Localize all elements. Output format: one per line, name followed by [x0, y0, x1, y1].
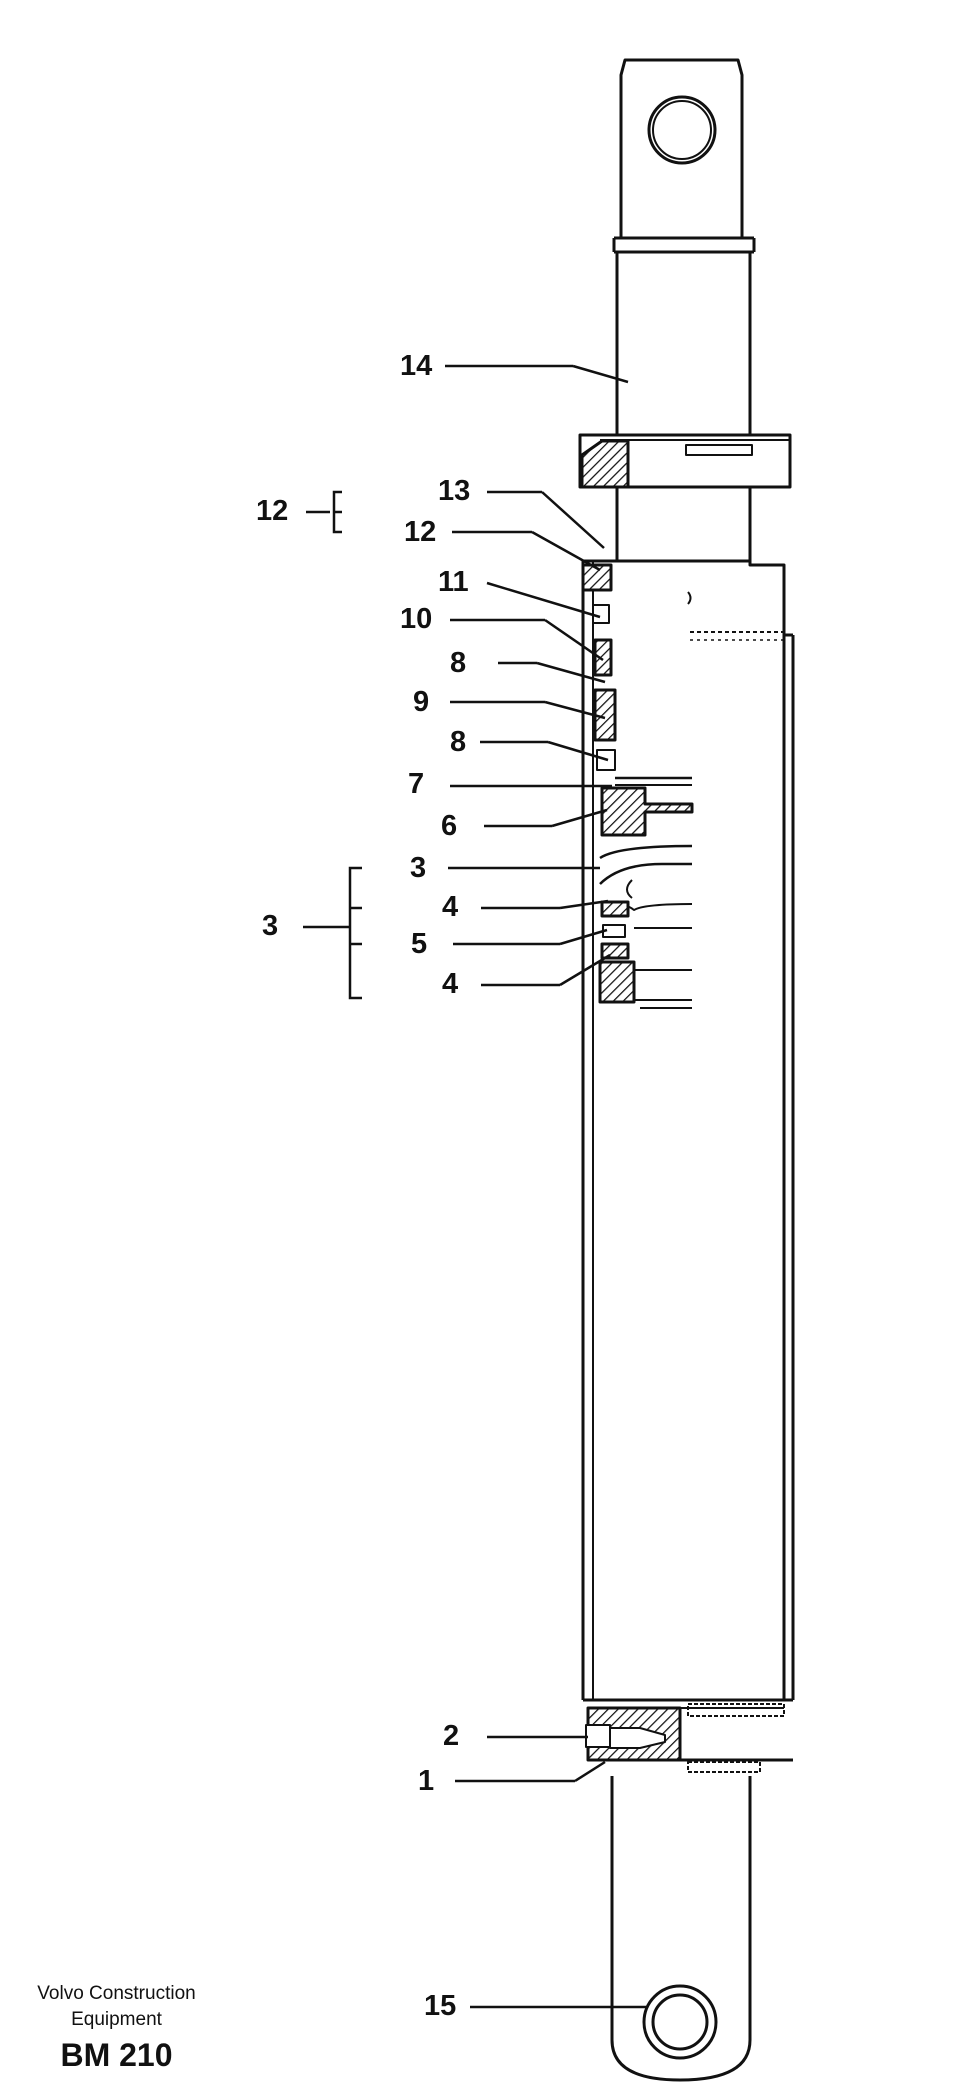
leader-9b [544, 700, 606, 720]
model-label: BM 210 [60, 2037, 173, 2073]
callout-2: 2 [443, 1720, 460, 1752]
leader-8bb [547, 740, 609, 762]
callout-12-group: 12 [256, 495, 289, 527]
callout-8-upper: 8 [450, 647, 467, 679]
bottom-end-cap [583, 1698, 793, 1773]
callout-3-group: 3 [262, 910, 279, 942]
guide-nut [578, 433, 792, 489]
leader-13b [541, 491, 605, 549]
bracket-12 [332, 490, 342, 534]
callout-15: 15 [424, 1990, 457, 2022]
callout-8-lower: 8 [450, 726, 467, 758]
cylinder-barrel [581, 559, 795, 1700]
brand-line-1: Volvo Construction [37, 1983, 196, 2004]
brand-line-2: Equipment [71, 2009, 162, 2030]
bottom-clevis-eye [610, 1776, 752, 2082]
callout-4-lower: 4 [442, 968, 459, 1000]
piston-rod [615, 252, 752, 435]
callout-3: 3 [410, 852, 427, 884]
leader-14b [572, 364, 629, 384]
leader-8ab [536, 661, 606, 684]
callout-13: 13 [438, 475, 471, 507]
callout-6: 6 [441, 810, 458, 842]
rod-seal-stack [581, 563, 617, 771]
leader-6b [551, 808, 608, 828]
leader-1b [574, 1760, 606, 1783]
leader-12b [531, 530, 601, 572]
leader-4bb [559, 953, 611, 987]
callout-11: 11 [438, 566, 469, 598]
piston [598, 776, 694, 1009]
callout-12: 12 [404, 516, 437, 548]
callout-7: 7 [408, 768, 425, 800]
callout-10: 10 [400, 603, 433, 635]
leader-11 [486, 581, 601, 619]
top-clevis-eye [612, 58, 756, 254]
leader-5b [559, 928, 608, 946]
brand-name: Volvo Construction Equipment [14, 1981, 219, 2033]
callout-1: 1 [418, 1765, 435, 1797]
callout-5: 5 [411, 928, 428, 960]
callout-14: 14 [400, 350, 433, 382]
callout-4-upper: 4 [442, 891, 459, 923]
leader-10b [544, 618, 604, 662]
leader-4ab [559, 899, 609, 910]
callout-9: 9 [413, 686, 430, 718]
bracket-3 [348, 866, 362, 1000]
